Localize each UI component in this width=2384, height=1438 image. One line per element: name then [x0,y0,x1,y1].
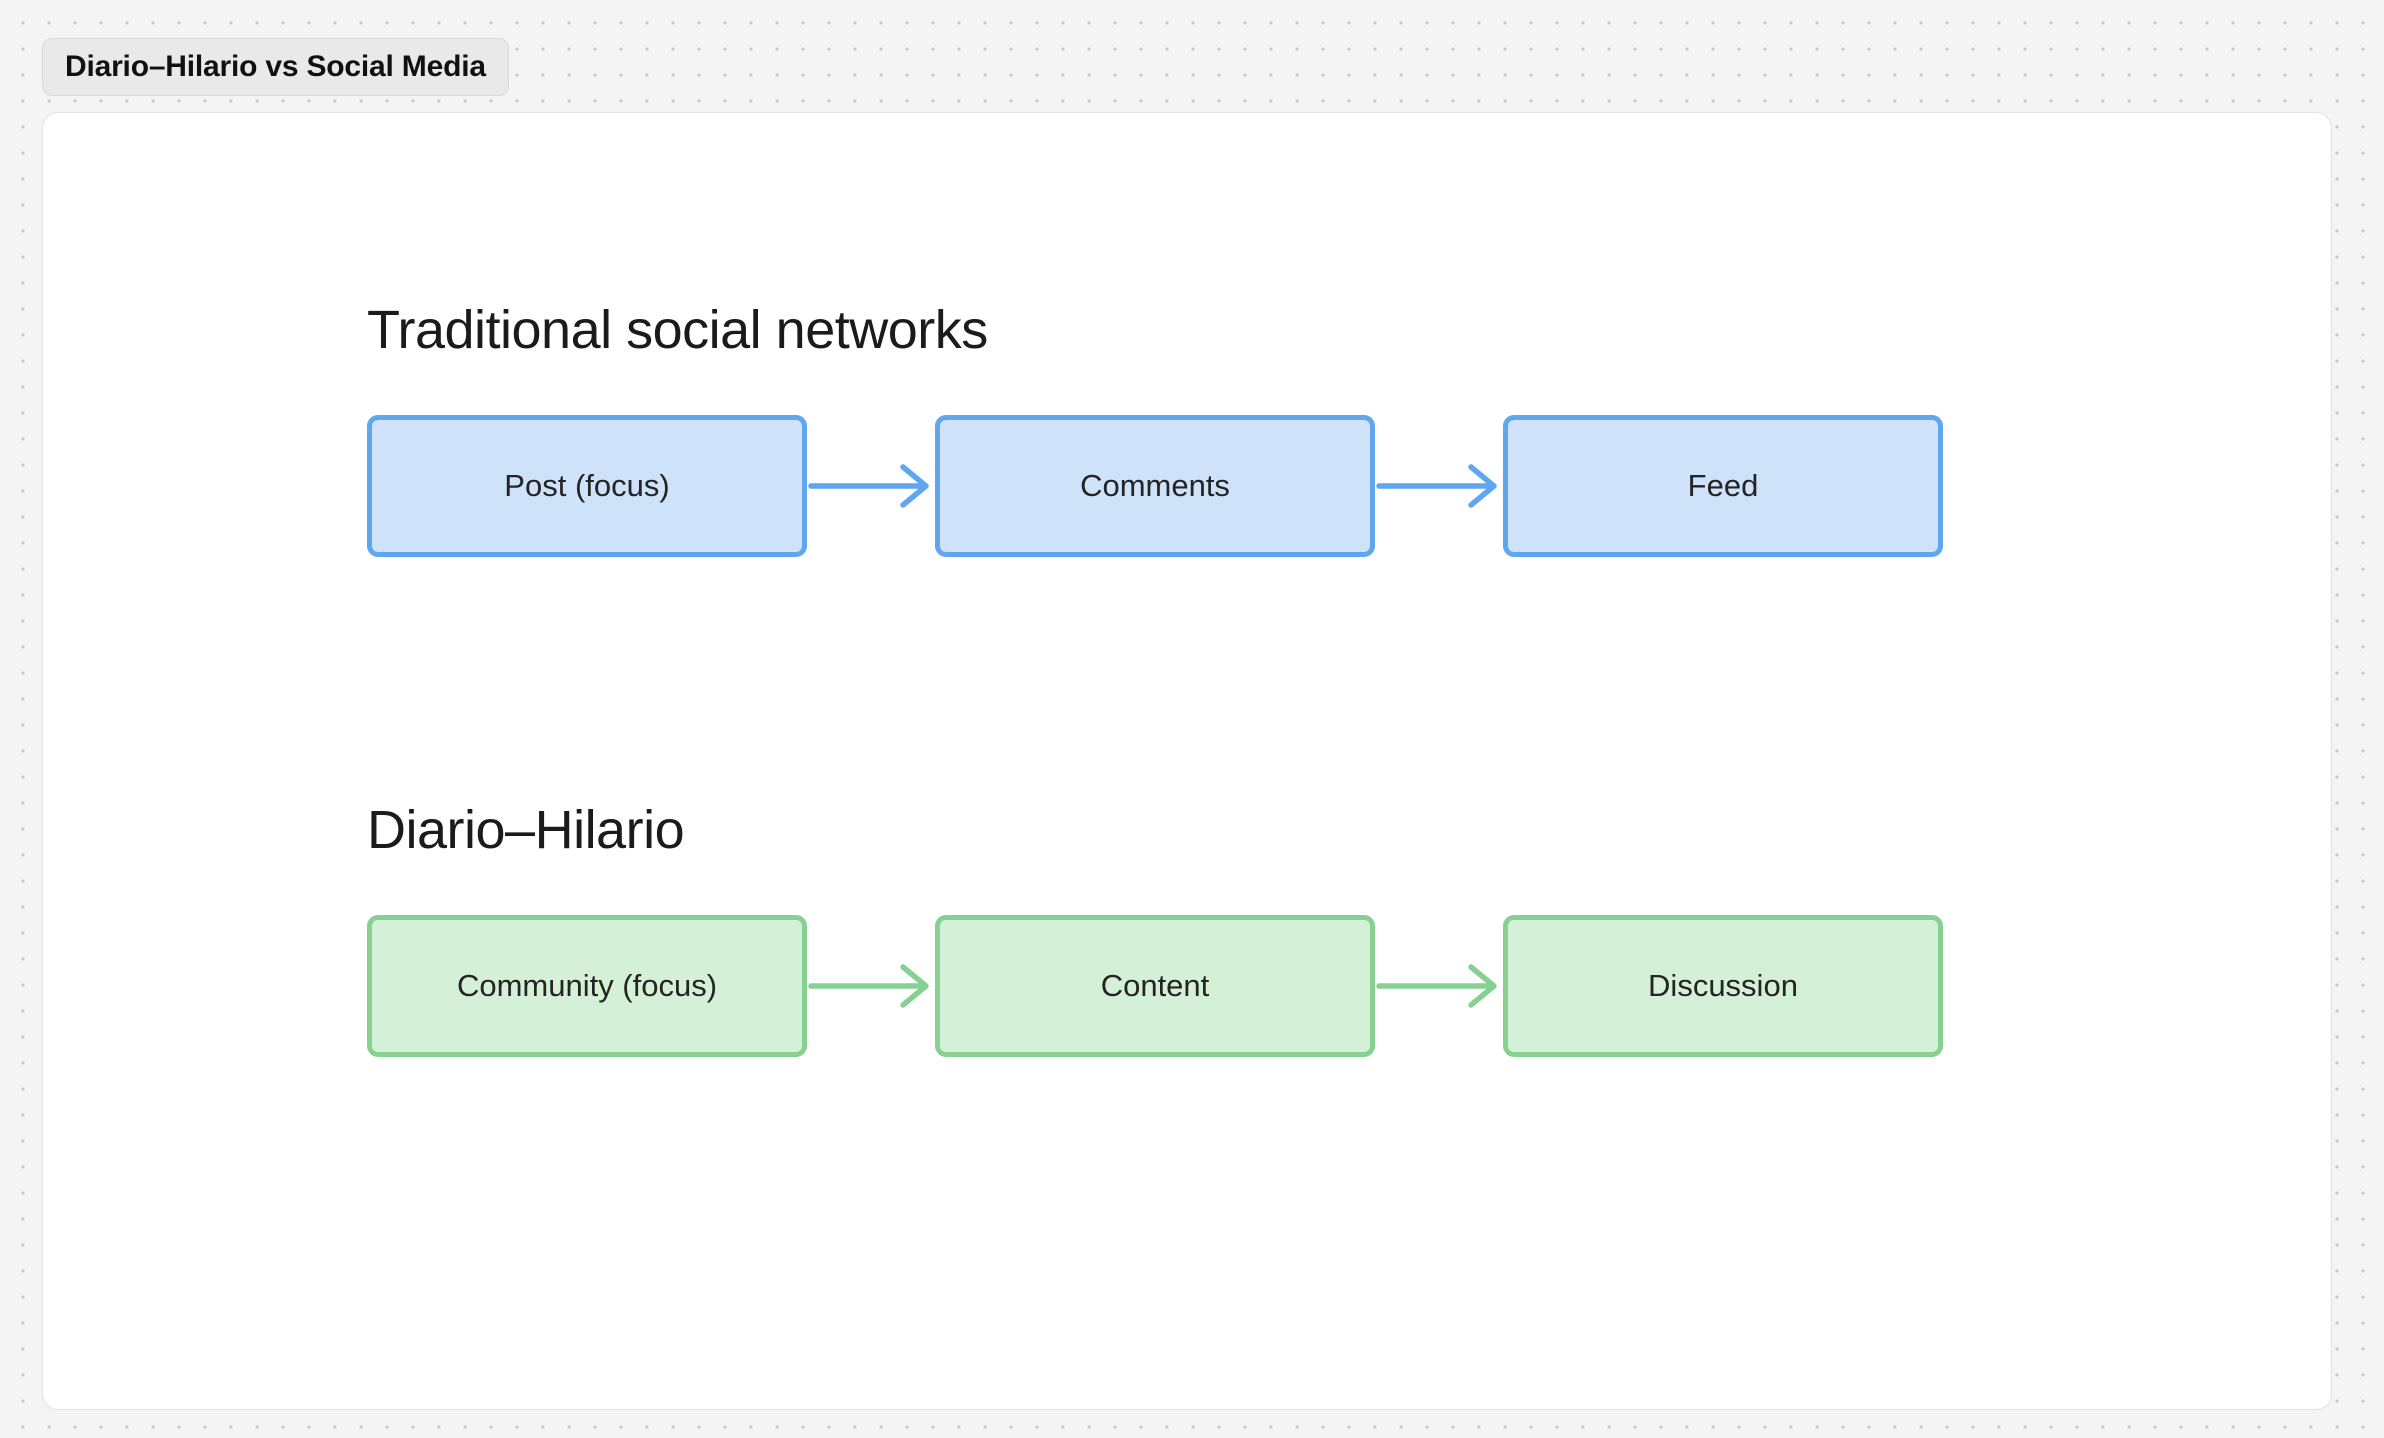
arrow-right-icon [1375,958,1503,1014]
node-label: Community (focus) [456,968,718,1003]
node-content[interactable]: Content [935,915,1375,1057]
node-label: Discussion [1648,968,1798,1003]
flow-row-diario: Community (focus) Content Discussion [367,915,1943,1057]
node-discussion[interactable]: Discussion [1503,915,1943,1057]
node-comments[interactable]: Comments [935,415,1375,557]
arrow-right-icon [807,958,935,1014]
arrow-right-icon [807,458,935,514]
arrow-right-icon [1375,458,1503,514]
diagram-title-tab[interactable]: Diario–Hilario vs Social Media [42,38,509,96]
section-diario-hilario: Diario–Hilario Community (focus) Content [367,803,1943,1057]
node-post-focus[interactable]: Post (focus) [367,415,807,557]
section-heading-diario-hilario: Diario–Hilario [367,800,685,860]
diagram-canvas[interactable]: Traditional social networks Post (focus)… [42,112,2332,1410]
flow-row-traditional: Post (focus) Comments Feed [367,415,1943,557]
node-label: Feed [1687,468,1759,503]
node-feed[interactable]: Feed [1503,415,1943,557]
section-traditional-social-networks: Traditional social networks Post (focus)… [367,303,1943,557]
section-heading-traditional: Traditional social networks [367,300,988,360]
node-label: Content [1100,968,1210,1003]
diagram-title-label: Diario–Hilario vs Social Media [65,50,486,83]
node-label: Post (focus) [504,468,670,503]
node-label: Comments [1080,468,1230,503]
node-community-focus[interactable]: Community (focus) [367,915,807,1057]
